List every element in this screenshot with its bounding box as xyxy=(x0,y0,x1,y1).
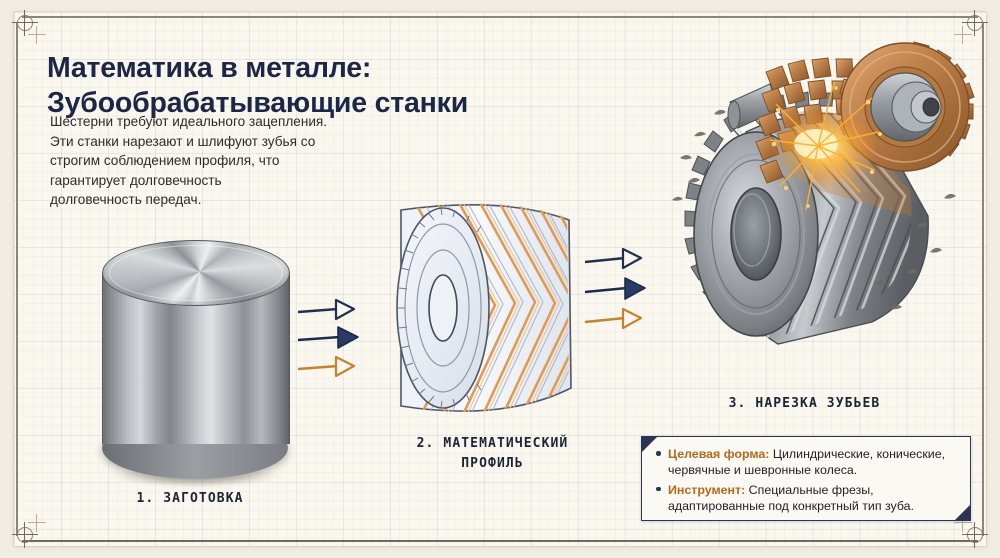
stage-2-caption: 2. МАТЕМАТИЧЕСКИЙ ПРОФИЛЬ xyxy=(360,434,625,473)
key-fact-label-1: Целевая форма: xyxy=(668,447,770,461)
hob-arbor-right xyxy=(870,72,942,142)
arrow-outline-navy-2 xyxy=(584,247,643,270)
stage-2-caption-line-2: ПРОФИЛЬ xyxy=(461,455,524,471)
stage-3-cutting-illustration xyxy=(628,40,980,400)
key-facts-box: Целевая форма: Цилиндрические, конически… xyxy=(641,436,971,521)
stage-3-caption: 3. НАРЕЗКА ЗУБЬЕВ xyxy=(672,394,937,414)
page-title: Математика в металле: Зубообрабатывающие… xyxy=(47,51,607,121)
stage-2-caption-line-1: 2. МАТЕМАТИЧЕСКИЙ xyxy=(416,436,569,451)
metal-chips xyxy=(672,109,956,310)
key-fact-text-2: Специальные фрезы, адаптированные под ко… xyxy=(668,482,915,514)
intro-line-4: гарантирует долговечность xyxy=(50,172,222,188)
profile-gear-bore xyxy=(428,274,458,342)
stage-3-caption-line-1: 3. НАРЕЗКА ЗУБЬЕВ xyxy=(728,396,881,411)
frame-rule-top xyxy=(22,16,978,18)
crop-plus-icon-bottom-left xyxy=(28,514,46,532)
key-fact-item-1: Целевая форма: Цилиндрические, конически… xyxy=(656,446,960,479)
stage-1-caption-line-1: 1. ЗАГОТОВКА xyxy=(136,491,244,506)
arrow-outline-navy-1 xyxy=(297,298,356,321)
frame-rule-bottom xyxy=(22,540,978,542)
intro-line-5: долговечность передач. xyxy=(50,192,202,208)
stage-1-billet-illustration xyxy=(102,236,290,487)
crop-plus-icon-top-right xyxy=(954,26,972,44)
registration-mark-icon-top-right xyxy=(962,10,988,36)
intro-line-1: Шестерни требуют идеального зацепления. xyxy=(50,114,328,129)
crop-plus-icon-bottom-right xyxy=(954,514,972,532)
frame-rule-right xyxy=(982,22,984,536)
box-corner-accent-bottom-right xyxy=(955,505,970,520)
key-fact-text-1: Цилиндрические, конические, червячные и … xyxy=(668,447,946,478)
box-corner-accent-top-left xyxy=(642,437,657,452)
page-title-line-1: Математика в металле: xyxy=(47,52,372,85)
intro-line-2: Эти станки нарезают и шлифуют зубья со xyxy=(50,133,316,149)
registration-mark-icon-bottom-right xyxy=(962,522,988,548)
arrows-stage2-to-stage3 xyxy=(583,244,671,330)
crop-plus-icon-top-left xyxy=(28,26,46,44)
profile-gear-body xyxy=(396,203,572,412)
key-facts-list: Целевая форма: Цилиндрические, конически… xyxy=(642,437,970,515)
registration-mark-icon-bottom-left xyxy=(12,522,38,548)
arrow-filled-navy-1 xyxy=(297,326,359,349)
gear-bore xyxy=(730,187,782,281)
arrow-filled-navy-2 xyxy=(584,277,646,300)
key-fact-label-2: Инструмент: xyxy=(668,482,746,497)
stage-2-profile-illustration xyxy=(353,192,605,432)
arrow-outline-orange-2 xyxy=(584,307,643,330)
billet-top-rim xyxy=(109,245,283,301)
frame-rule-left xyxy=(16,22,18,536)
arrows-stage1-to-stage2 xyxy=(296,296,384,378)
profile-rim-ticks xyxy=(397,207,482,409)
arrow-outline-orange-1 xyxy=(297,355,356,378)
spark-burst xyxy=(769,81,882,211)
registration-mark-icon-top-left xyxy=(12,10,38,36)
key-fact-item-2: Инструмент: Специальные фрезы, адаптиров… xyxy=(656,482,960,515)
intro-line-3: строгим соблюдением профиля, что xyxy=(50,153,280,169)
intro-paragraph: Шестерни требуют идеального зацепления. … xyxy=(50,112,410,210)
stage-1-caption: 1. ЗАГОТОВКА xyxy=(60,489,320,509)
page-title-line-2: Зубообрабатывающие станки xyxy=(47,86,469,119)
